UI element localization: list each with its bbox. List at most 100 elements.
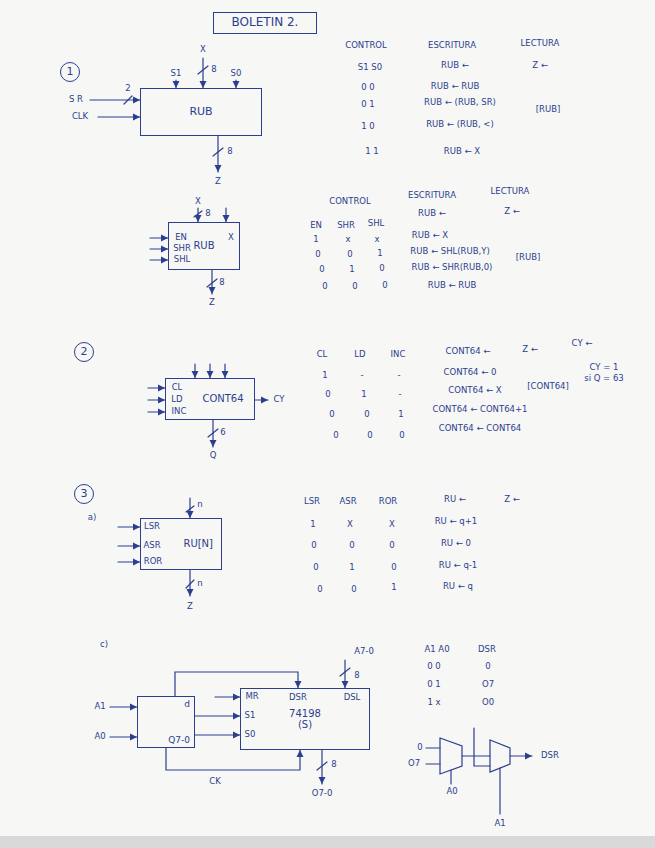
handwritten-label: RU ← q+1 xyxy=(435,517,478,526)
handwritten-label: [CONT64] xyxy=(527,382,569,391)
handwritten-label: S1 xyxy=(245,711,256,720)
handwritten-label: A0 xyxy=(94,732,105,741)
handwritten-label: ASR xyxy=(143,541,160,550)
exercise-number: 1 xyxy=(60,62,81,83)
handwritten-label: CL xyxy=(317,350,328,359)
handwritten-label: n xyxy=(197,579,202,588)
handwritten-label: [RUB] xyxy=(516,253,541,262)
handwritten-label: RUB ← RUB xyxy=(431,82,479,91)
handwritten-label: 1 1 xyxy=(365,147,379,156)
handwritten-label: 0 xyxy=(315,250,320,259)
box-text: Q7-0 xyxy=(168,735,190,745)
handwritten-label: ESCRITURA xyxy=(428,41,476,50)
handwritten-label: CL xyxy=(172,383,183,392)
handwritten-label: 0 xyxy=(352,282,357,291)
handwritten-label: RUB ← (RUB, <) xyxy=(426,120,494,129)
handwritten-label: ROR xyxy=(144,557,163,566)
handwritten-label: 0 xyxy=(485,662,490,671)
handwritten-label: 0 xyxy=(391,563,396,572)
box-text: RUB xyxy=(189,106,212,119)
handwritten-label: 0 1 xyxy=(361,100,375,109)
handwritten-label: - xyxy=(397,371,400,380)
handwritten-label: 0 xyxy=(349,541,354,550)
handwritten-label: RUB ← RUB xyxy=(428,281,476,290)
handwritten-label: ROR xyxy=(379,497,398,506)
handwritten-label: A1 xyxy=(94,702,105,711)
handwritten-label: CONT64 ← X xyxy=(448,386,501,395)
handwritten-label: 1 xyxy=(361,390,366,399)
handwritten-label: 1 xyxy=(391,583,396,592)
handwritten-label: X xyxy=(195,197,201,206)
scan-edge xyxy=(0,836,655,848)
handwritten-label: CONT64 ← CONT64+1 xyxy=(432,405,527,414)
handwritten-label: INC xyxy=(391,350,406,359)
handwritten-label: CONT64 ← xyxy=(446,347,491,356)
handwritten-label: S R xyxy=(69,95,83,104)
handwritten-label: Z ← xyxy=(532,61,548,70)
handwritten-label: DSR xyxy=(541,751,559,760)
handwritten-label: 1 xyxy=(313,235,318,244)
exercise-number: 2 xyxy=(74,342,95,363)
handwritten-label: O7-0 xyxy=(312,789,333,798)
handwritten-label: S1 S0 xyxy=(358,63,382,72)
handwritten-label: 1 xyxy=(322,371,327,380)
handwritten-label: 1 x xyxy=(427,698,440,707)
handwritten-label: RUB ← X xyxy=(412,231,448,240)
handwritten-label: 0 xyxy=(399,431,404,440)
title-box: BOLETIN 2. xyxy=(213,12,317,34)
handwritten-label: ASR xyxy=(339,497,356,506)
handwritten-label: 1 0 xyxy=(361,122,375,131)
box-text: RU[N] xyxy=(183,538,213,550)
decoder-block: dQ7-0 xyxy=(137,696,195,748)
handwritten-label: x xyxy=(345,235,350,244)
exercise-number: 3 xyxy=(74,484,95,505)
handwritten-label: RU ← 0 xyxy=(441,539,471,548)
handwritten-label: X xyxy=(389,520,395,529)
handwritten-label: 0 xyxy=(367,431,372,440)
handwritten-label: CK xyxy=(209,777,221,786)
handwritten-label: SHR xyxy=(173,244,191,253)
box-text: 74198 xyxy=(289,708,321,720)
handwritten-label: LECTURA xyxy=(521,39,560,48)
handwritten-label: CONT64 ← 0 xyxy=(444,368,497,377)
handwritten-label: X xyxy=(228,233,234,242)
handwritten-label: 0 xyxy=(379,264,384,273)
box-text: d xyxy=(184,699,190,709)
handwritten-label: 0 xyxy=(313,563,318,572)
handwritten-label: RUB ← xyxy=(441,61,469,70)
handwritten-label: RU ← xyxy=(444,495,466,504)
handwritten-label: 0 xyxy=(333,431,338,440)
wires xyxy=(90,58,532,814)
handwritten-label: 0 xyxy=(382,281,387,290)
box-text: (S) xyxy=(298,719,312,731)
handwritten-label: CLK xyxy=(72,112,88,121)
handwritten-label: EN xyxy=(175,233,187,242)
handwritten-label: CONTROL xyxy=(345,41,387,50)
handwritten-label: RUB ← (RUB, SR) xyxy=(424,98,496,107)
handwritten-label: SHR xyxy=(337,221,355,230)
handwritten-label: 0 xyxy=(351,585,356,594)
handwritten-label: Z xyxy=(209,298,215,307)
handwritten-label: 1 xyxy=(377,249,382,258)
handwritten-label: Z xyxy=(215,177,221,186)
handwritten-label: DSR xyxy=(289,693,307,702)
handwritten-label: X xyxy=(200,45,206,54)
handwritten-label: 8 xyxy=(205,209,210,218)
box-text: 1 xyxy=(66,66,73,79)
handwritten-label: LSR xyxy=(144,522,160,531)
handwritten-label: CY = 1 xyxy=(590,363,619,372)
handwritten-label: n xyxy=(197,500,202,509)
register-block: RUB xyxy=(140,88,262,136)
handwritten-label: RUB ← SHL(RUB,Y) xyxy=(410,247,490,256)
handwritten-label: 8 xyxy=(354,671,359,680)
handwritten-label: CY ← xyxy=(572,339,593,348)
handwritten-label: 1 xyxy=(398,410,403,419)
handwritten-label: 0 1 xyxy=(427,680,441,689)
handwritten-label: 2 xyxy=(125,84,130,93)
handwritten-label: O0 xyxy=(482,698,494,707)
handwritten-label: RU ← q xyxy=(443,582,473,591)
handwritten-label: ESCRITURA xyxy=(408,191,456,200)
